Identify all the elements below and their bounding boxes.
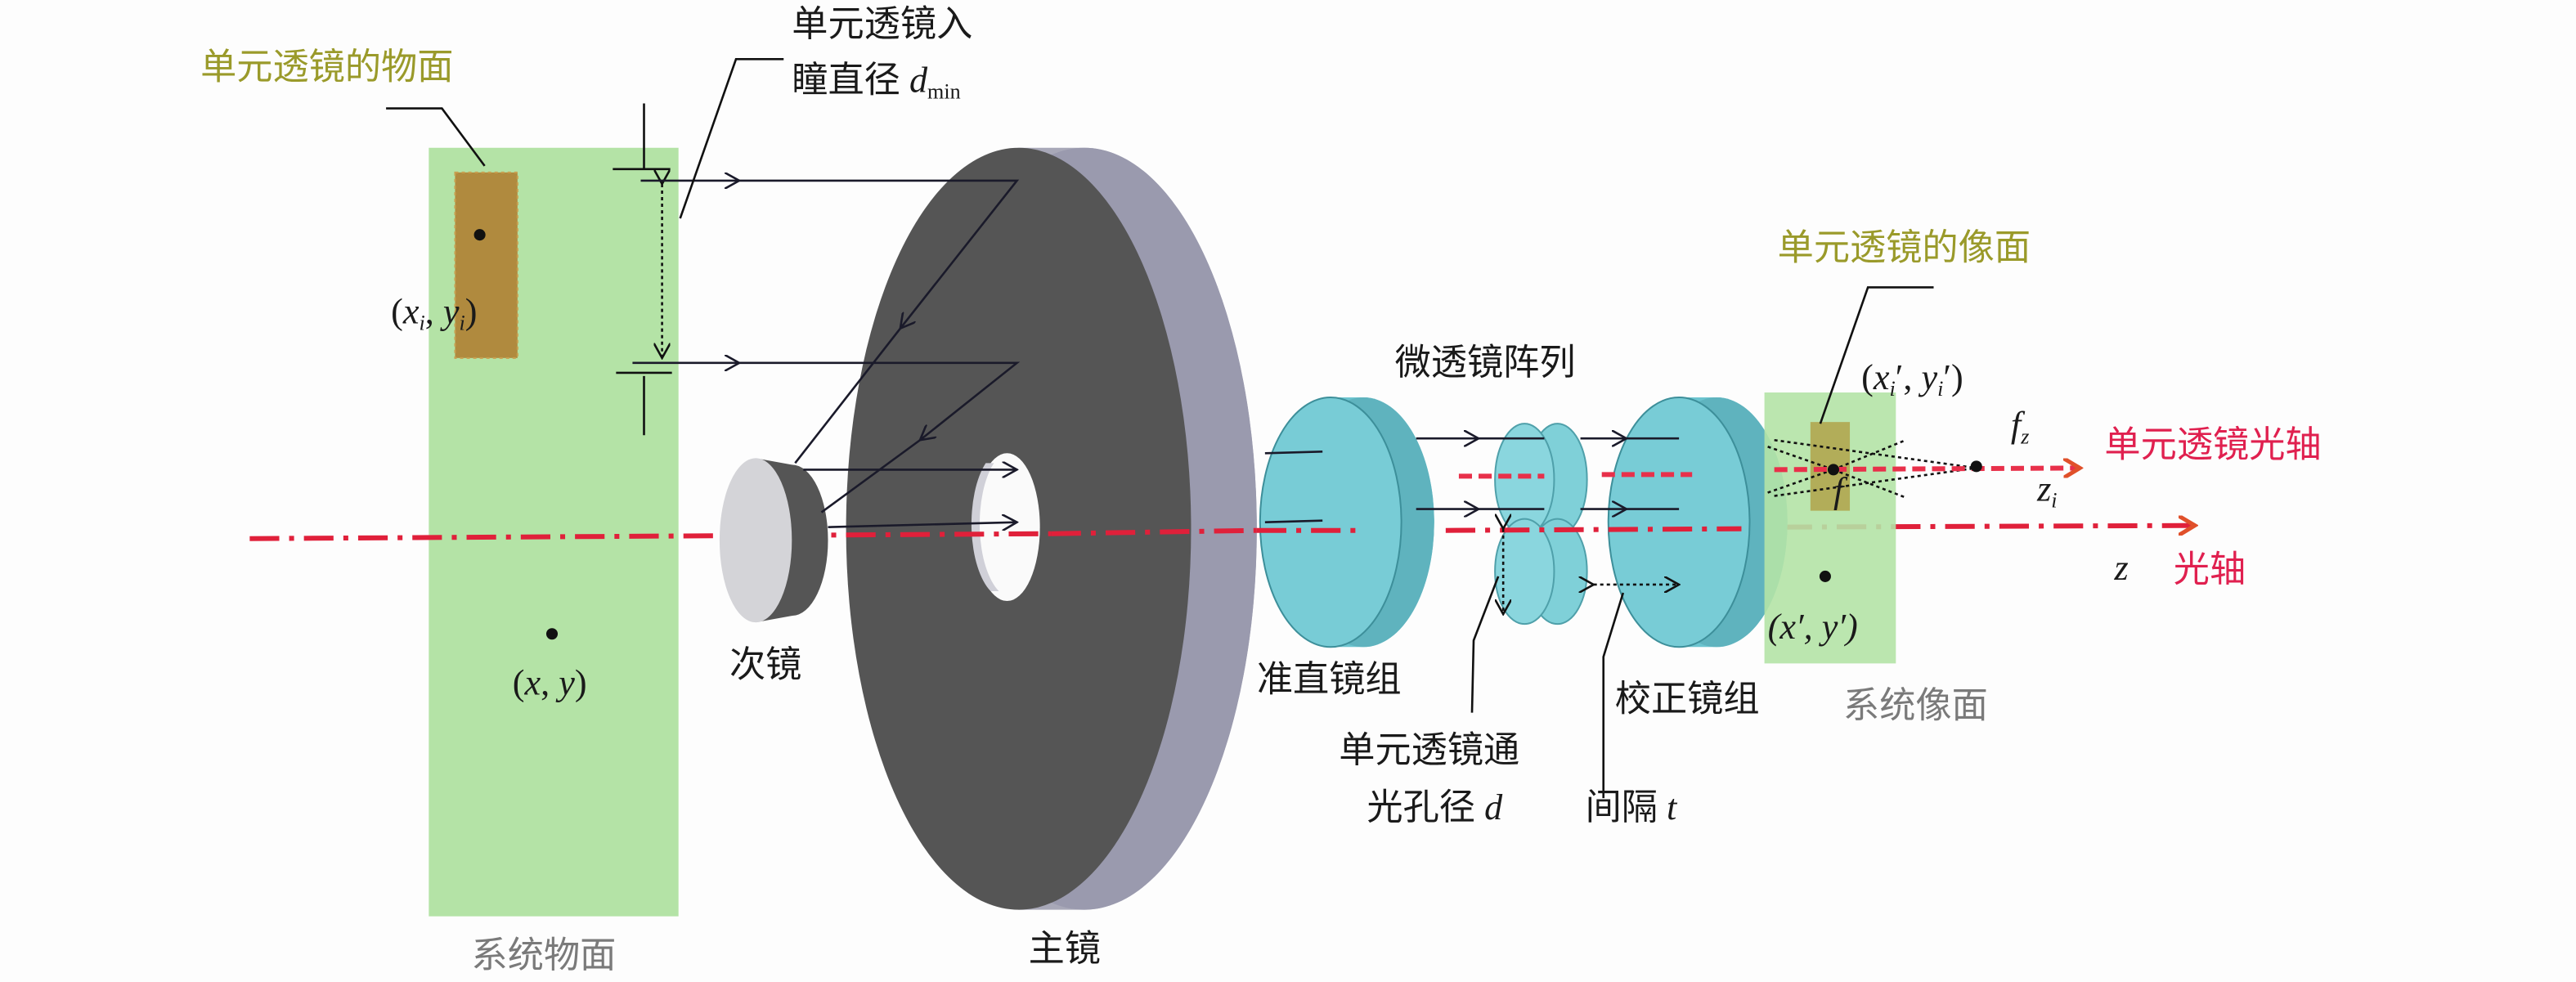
correction-lens-group [1607,397,1788,648]
converging-rays [1767,438,1977,499]
label-entrance-pupil-line2: 瞳直径 dmin [792,60,960,103]
label-unit-object-plane: 单元透镜的物面 [200,47,453,87]
axis-focus-dot [1970,460,1982,473]
unit-object-plane [454,171,518,359]
primary-mirror [846,147,1257,910]
label-entrance-pupil-line1: 单元透镜入 [792,4,972,44]
optical-axis-line [249,531,1052,541]
label-z: z [2113,548,2128,588]
image-point-dot [1819,570,1831,582]
label-spacing: 间隔 t [1586,787,1678,827]
label-aperture-line2: 光孔径 d [1367,787,1503,827]
label-fz: fz [2011,405,2029,448]
label-secondary-mirror: 次镜 [729,644,801,684]
label-image-point: (x′, y′) [1768,607,1858,647]
label-object-point-unit: (xi, yi) [391,292,477,335]
unit-optical-axis-line [1774,468,2080,469]
label-object-point: (x, y) [513,663,587,703]
object-point-unit-dot [473,229,486,241]
label-system-image-plane: 系统像面 [1843,686,1988,726]
label-microlens-array: 微透镜阵列 [1395,343,1576,383]
label-collimator-group: 准直镜组 [1257,660,1402,700]
telescope-rays [632,181,1021,527]
label-unit-optical-axis: 单元透镜光轴 [2104,424,2321,464]
label-correction-group: 校正镜组 [1615,679,1760,720]
object-point-dot [545,628,559,640]
label-image-point-unit: (xi′, yi′) [1861,357,1963,401]
focus-dot [1827,464,1839,476]
collimator-lens-group [1259,397,1434,648]
microlens-array [1494,423,1588,626]
label-aperture-line1: 单元透镜通 [1339,730,1519,770]
label-zi: zi [2036,469,2057,513]
label-system-object-plane: 系统物面 [472,935,617,975]
label-unit-image-plane: 单元透镜的像面 [1778,227,2031,267]
label-optical-axis: 光轴 [2174,549,2246,590]
label-primary-mirror: 主镜 [1029,929,1101,969]
pupil-marker-bottom [616,371,672,436]
secondary-mirror [719,458,828,623]
